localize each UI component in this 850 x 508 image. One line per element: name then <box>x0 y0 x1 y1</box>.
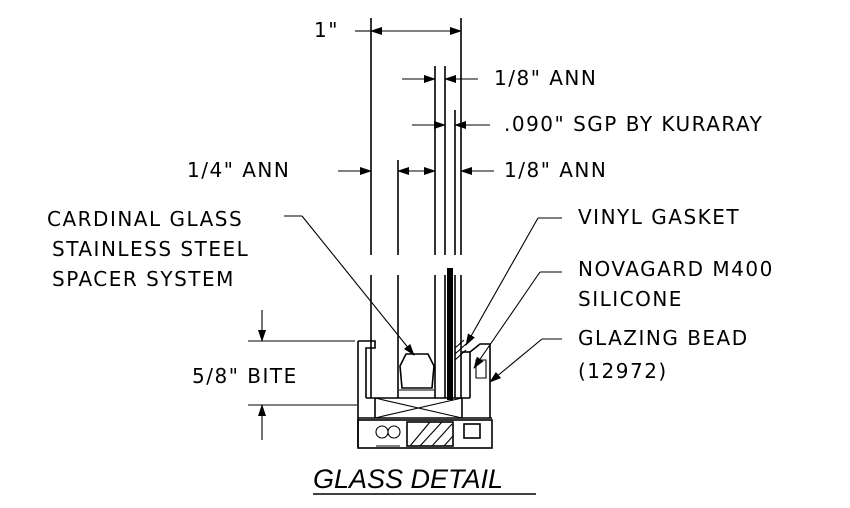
label-interlayer: .090" SGP BY KURARAY <box>504 112 763 136</box>
label-overall: 1" <box>314 18 339 42</box>
drawing-title: GLASS DETAIL <box>313 464 503 494</box>
label-outer-lite: 1/8" ANN <box>494 66 597 90</box>
label-bead-line1: GLAZING BEAD <box>578 326 749 350</box>
leader-gasket <box>465 217 562 346</box>
leader-spacer <box>284 215 415 356</box>
label-silicone-line1: NOVAGARD M400 <box>578 257 774 281</box>
label-gasket: VINYL GASKET <box>578 205 740 229</box>
leader-bead <box>489 338 562 383</box>
label-spacer-line1: CARDINAL GLASS <box>47 207 243 231</box>
label-laminate-lite: 1/8" ANN <box>504 158 607 182</box>
glass-lites <box>370 18 462 400</box>
label-bite: 5/8" BITE <box>192 364 298 388</box>
label-silicone-line2: SILICONE <box>578 287 683 311</box>
leader-silicone <box>473 271 562 369</box>
frame-extrusion <box>357 339 493 449</box>
label-spacer-line2: STAINLESS STEEL <box>52 237 249 261</box>
label-spacer-line3: SPACER SYSTEM <box>52 267 235 291</box>
label-bead-line2: (12972) <box>578 359 668 383</box>
label-inner-lite: 1/4" ANN <box>187 158 290 182</box>
dim-bite <box>248 310 357 440</box>
